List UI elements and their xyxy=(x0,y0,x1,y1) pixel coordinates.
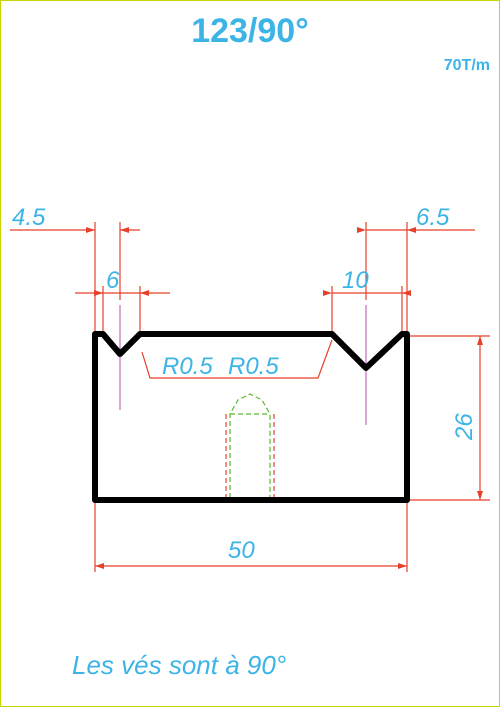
footer-note: Les vés sont à 90° xyxy=(72,650,287,680)
hidden-tang-edges xyxy=(225,414,275,498)
capacity-label: 70T/m xyxy=(443,57,490,74)
die-title: 123/90° xyxy=(191,12,309,50)
dimension-arrows xyxy=(86,227,483,569)
dim-right-offset: 6.5 xyxy=(416,204,450,231)
dim-radius-right: R0.5 xyxy=(228,353,279,380)
dim-height: 26 xyxy=(451,413,478,441)
hidden-tang xyxy=(229,393,271,498)
dim-right-v-width: 10 xyxy=(342,267,369,294)
dim-left-v-width: 6 xyxy=(106,267,120,294)
die-outline xyxy=(92,331,410,503)
dimension-lines xyxy=(10,222,490,572)
dim-width: 50 xyxy=(228,537,255,564)
dim-left-offset: 4.5 xyxy=(12,204,46,231)
dim-radius-left: R0.5 xyxy=(162,353,213,380)
